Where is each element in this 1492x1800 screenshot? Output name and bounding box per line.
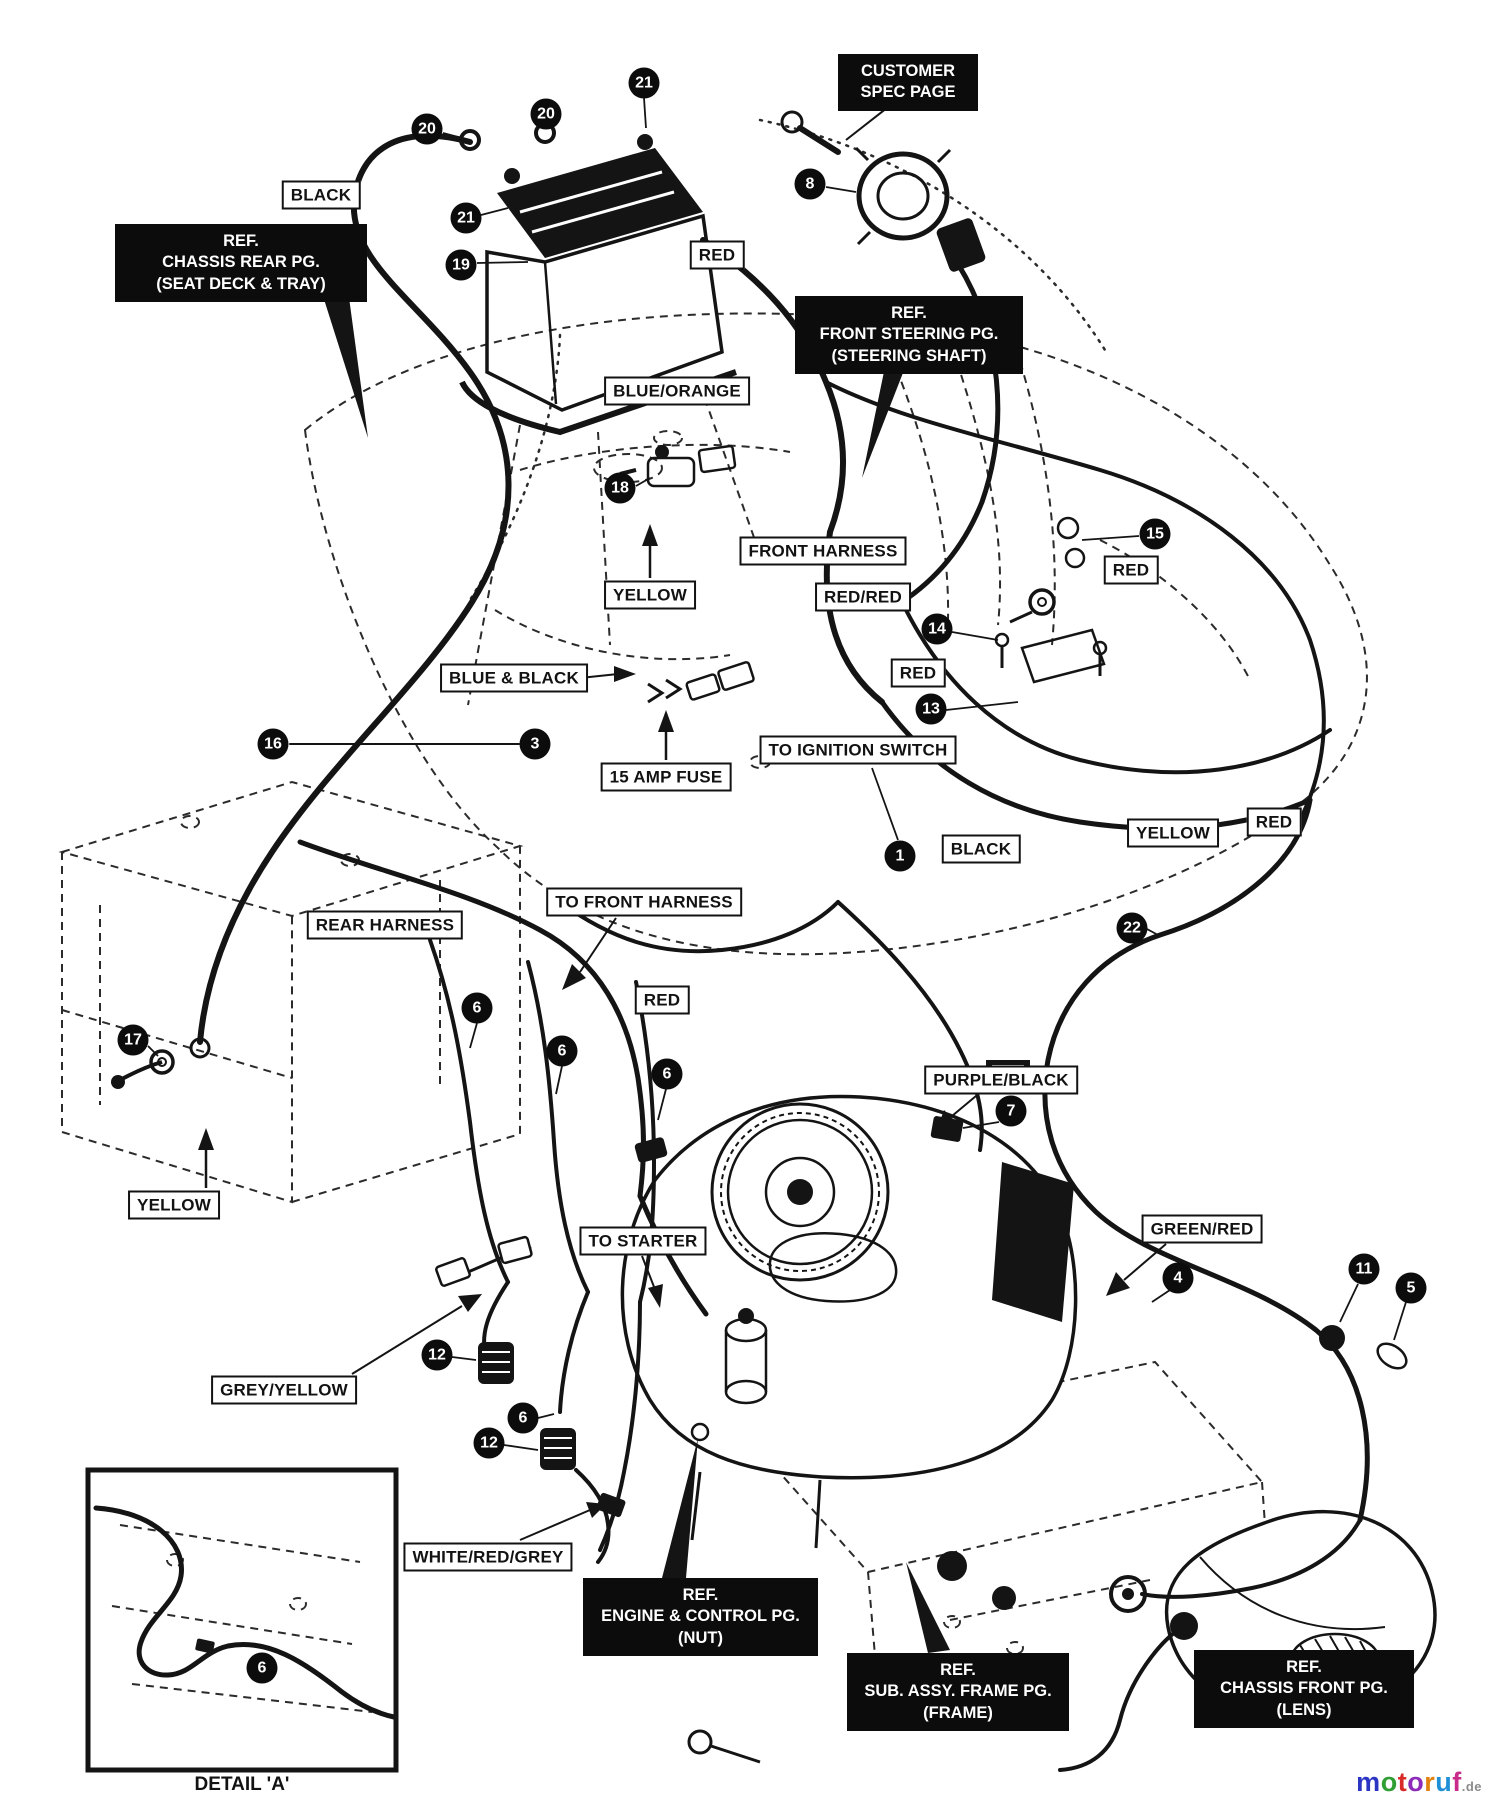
callout-22: 22 <box>1116 912 1148 944</box>
motoruf-letter: m <box>1356 1767 1381 1797</box>
callout-6-a: 6 <box>461 992 493 1024</box>
motoruf-letter: r <box>1424 1767 1436 1797</box>
ref-box-chassis-rear: REF. CHASSIS REAR PG. (SEAT DECK & TRAY) <box>115 224 367 303</box>
callout-11: 11 <box>1348 1253 1380 1285</box>
callout-14: 14 <box>921 613 953 645</box>
junction-hardware <box>994 516 1108 684</box>
wire-label-red-far-right: RED <box>1246 807 1302 837</box>
callout-8: 8 <box>794 168 826 200</box>
callout-6-d: 6 <box>507 1402 539 1434</box>
callout-20-a: 20 <box>411 113 443 145</box>
motoruf-tld: .de <box>1461 1779 1482 1794</box>
fuse-holder <box>647 661 755 704</box>
motoruf-watermark[interactable]: motoruf.de <box>1356 1767 1482 1798</box>
wire-label-blue-orange: BLUE/ORANGE <box>604 376 750 406</box>
wire-label-red-red: RED/RED <box>815 582 911 612</box>
callout-4: 4 <box>1162 1262 1194 1294</box>
wire-label-grey-yellow: GREY/YELLOW <box>211 1375 357 1405</box>
callout-3: 3 <box>519 728 551 760</box>
wire-label-red-mid: RED <box>890 658 946 688</box>
callout-5: 5 <box>1395 1272 1427 1304</box>
ignition-key-switch <box>780 110 986 272</box>
wire-label-yellow-right: YELLOW <box>1127 818 1219 848</box>
ref-box-chassis-front: REF. CHASSIS FRONT PG. (LENS) <box>1194 1650 1414 1729</box>
wire-label-red-top: RED <box>689 240 745 270</box>
ref-box-front-steering: REF. FRONT STEERING PG. (STEERING SHAFT) <box>795 296 1023 375</box>
wire-label-yellow-mid: YELLOW <box>604 580 696 610</box>
wire-label-red-lower: RED <box>634 985 690 1015</box>
wire-label-white-red-grey: WHITE/RED/GREY <box>403 1542 573 1572</box>
wire-label-yellow-left: YELLOW <box>128 1190 220 1220</box>
wire-label-green-red: GREEN/RED <box>1141 1214 1263 1244</box>
ref-box-customer-spec: CUSTOMER SPEC PAGE <box>838 54 978 111</box>
callout-1: 1 <box>884 840 916 872</box>
bottom-hardware <box>687 1551 1016 1764</box>
connectors-bottom-left <box>435 1235 626 1518</box>
callout-12-a: 12 <box>421 1339 453 1371</box>
callout-20-b: 20 <box>530 98 562 130</box>
callout-6-e: 6 <box>246 1652 278 1684</box>
wire-label-blue-black: BLUE & BLACK <box>440 663 588 693</box>
wire-label-black-mid: BLACK <box>941 834 1021 864</box>
motoruf-letter: t <box>1397 1767 1408 1797</box>
callout-18: 18 <box>604 472 636 504</box>
ref-box-sub-assy-frame: REF. SUB. ASSY. FRAME PG. (FRAME) <box>847 1653 1069 1732</box>
callout-21-a: 21 <box>628 67 660 99</box>
callout-7: 7 <box>995 1095 1027 1127</box>
wire-label-15-amp-fuse: 15 AMP FUSE <box>600 762 732 792</box>
engine <box>620 1060 1078 1549</box>
callout-17: 17 <box>117 1024 149 1056</box>
callout-15: 15 <box>1139 518 1171 550</box>
motoruf-letter: u <box>1435 1767 1453 1797</box>
wire-label-to-starter: TO STARTER <box>579 1226 707 1256</box>
wire-label-front-harness: FRONT HARNESS <box>739 536 907 566</box>
dotted-construction-lines <box>468 118 1107 602</box>
callout-6-c: 6 <box>651 1058 683 1090</box>
callout-13: 13 <box>915 693 947 725</box>
motoruf-letter: f <box>1452 1767 1462 1797</box>
wire-label-red-right: RED <box>1103 555 1159 585</box>
motoruf-word: motoruf <box>1356 1767 1462 1797</box>
callout-16: 16 <box>257 728 289 760</box>
detail-a-label: DETAIL 'A' <box>194 1774 290 1795</box>
wire-label-to-front-harness: TO FRONT HARNESS <box>546 887 742 917</box>
callout-6-b: 6 <box>546 1035 578 1067</box>
callout-12-b: 12 <box>473 1427 505 1459</box>
detail-a-box <box>85 1467 399 1773</box>
interlock-switch <box>619 444 737 488</box>
wire-label-black-top: BLACK <box>281 180 361 210</box>
callout-19: 19 <box>445 249 477 281</box>
callout-21-b: 21 <box>450 202 482 234</box>
motoruf-letter: o <box>1380 1767 1398 1797</box>
wire-label-purple-black: PURPLE/BLACK <box>924 1065 1078 1095</box>
motoruf-letter: o <box>1407 1767 1425 1797</box>
wire-label-to-ignition: TO IGNITION SWITCH <box>759 735 957 765</box>
wire-label-rear-harness: REAR HARNESS <box>306 910 464 940</box>
left-ring-terminals <box>111 1037 211 1089</box>
battery <box>459 122 737 436</box>
ref-box-engine-control: REF. ENGINE & CONTROL PG. (NUT) <box>583 1578 818 1657</box>
